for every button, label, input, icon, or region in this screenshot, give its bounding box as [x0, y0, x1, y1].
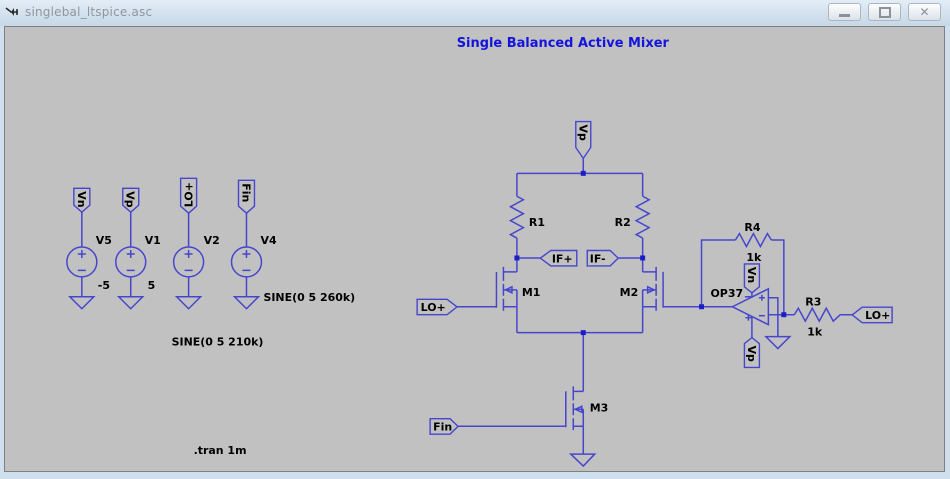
- net-flag-lo-r3[interactable]: LO+: [851, 306, 893, 324]
- svg-text:Vp: Vp: [576, 125, 589, 141]
- svg-text:Vn: Vn: [745, 267, 758, 283]
- component-label[interactable]: R1: [529, 216, 545, 229]
- svg-text:Vp: Vp: [745, 346, 758, 362]
- component-value[interactable]: 1k: [807, 326, 823, 339]
- component-value[interactable]: SINE(0 5 260k): [263, 291, 355, 304]
- component-label[interactable]: R2: [615, 216, 631, 229]
- close-icon: ✕: [919, 5, 930, 19]
- maximize-icon: [878, 6, 891, 18]
- component-value[interactable]: 1k: [746, 251, 762, 264]
- net-flag-vp-v1[interactable]: Vp: [122, 187, 140, 214]
- voltage-source-v2[interactable]: V2 SINE(0 5 210k): [172, 234, 264, 349]
- voltage-source-v4[interactable]: V4 SINE(0 5 260k): [230, 234, 356, 304]
- ground-symbols[interactable]: [68, 296, 792, 468]
- resistor-r1[interactable]: R1: [508, 195, 545, 239]
- nmos-m1[interactable]: M1: [495, 266, 541, 311]
- net-flag-fin-v4[interactable]: Fin: [237, 179, 256, 215]
- voltage-source-v5[interactable]: V5 -5: [66, 234, 112, 292]
- net-flag-lo-v2[interactable]: LO+: [179, 177, 198, 215]
- svg-text:Vp: Vp: [124, 191, 137, 207]
- svg-text:LO+: LO+: [183, 182, 196, 207]
- net-flag-if-minus[interactable]: IF-: [586, 249, 620, 267]
- net-flag-vp-opamp[interactable]: Vp: [743, 336, 761, 369]
- svg-text:IF-: IF-: [590, 252, 606, 265]
- net-flag-lo-m1-gate[interactable]: LO+: [416, 298, 459, 316]
- component-label[interactable]: R4: [744, 221, 760, 234]
- component-value[interactable]: 5: [148, 279, 156, 292]
- net-flag-if-plus[interactable]: IF+: [539, 249, 578, 267]
- minimize-button[interactable]: [828, 3, 861, 21]
- junction-dots: [514, 170, 787, 336]
- net-flag-vn-v5[interactable]: Vn: [73, 187, 91, 214]
- ltspice-schematic-icon: [5, 7, 18, 16]
- svg-text:LO+: LO+: [421, 301, 446, 314]
- nmos-m2[interactable]: M2: [620, 266, 664, 311]
- resistor-r2[interactable]: R2: [615, 195, 651, 239]
- component-value[interactable]: SINE(0 5 210k): [172, 336, 264, 349]
- component-value[interactable]: -5: [98, 279, 110, 292]
- title-bar[interactable]: singlebal_ltspice.asc ✕: [0, 0, 950, 26]
- minimize-icon: [839, 13, 850, 17]
- net-flag-vp-rail[interactable]: Vp: [575, 120, 592, 160]
- component-label[interactable]: V5: [96, 234, 112, 247]
- maximize-button[interactable]: [868, 3, 901, 21]
- close-button[interactable]: ✕: [908, 3, 941, 21]
- svg-text:Fin: Fin: [433, 421, 452, 434]
- wires[interactable]: [81, 158, 853, 455]
- resistor-r4[interactable]: R4 1k: [734, 221, 773, 264]
- component-label[interactable]: M1: [522, 286, 541, 299]
- component-label[interactable]: V2: [204, 234, 220, 247]
- component-label[interactable]: V1: [145, 234, 161, 247]
- schematic-canvas[interactable]: Single Balanced Active Mixer V5 -5 V1 5: [4, 26, 945, 472]
- svg-text:Fin: Fin: [239, 183, 252, 202]
- spice-directive[interactable]: .tran 1m: [194, 444, 247, 457]
- component-label[interactable]: R3: [805, 296, 821, 309]
- net-flag-fin-m3-gate[interactable]: Fin: [429, 418, 460, 435]
- net-flag-vn-opamp[interactable]: Vn: [743, 263, 761, 294]
- opamp-op37[interactable]: OP37: [710, 287, 770, 326]
- schematic-heading[interactable]: Single Balanced Active Mixer: [457, 36, 670, 51]
- component-label[interactable]: M2: [620, 286, 639, 299]
- voltage-source-v1[interactable]: V1 5: [115, 234, 161, 292]
- window-title: singlebal_ltspice.asc: [25, 5, 153, 19]
- component-label[interactable]: M3: [590, 401, 609, 414]
- nmos-m3[interactable]: M3: [565, 386, 609, 431]
- svg-text:IF+: IF+: [552, 252, 573, 265]
- svg-text:LO+: LO+: [865, 309, 890, 322]
- resistor-r3[interactable]: R3 1k: [793, 296, 841, 339]
- component-label[interactable]: V4: [260, 234, 276, 247]
- component-label[interactable]: OP37: [710, 287, 743, 300]
- svg-text:Vn: Vn: [75, 191, 88, 207]
